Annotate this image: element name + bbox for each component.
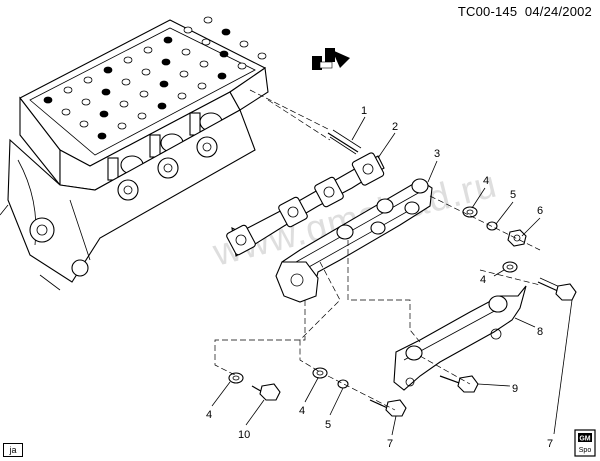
callout-8: 8: [537, 326, 543, 338]
head-bolt-hole: [79, 120, 89, 128]
manifold-stud: [327, 129, 362, 155]
svg-text:GM: GM: [579, 436, 590, 443]
head-bolt-hole: [141, 68, 151, 76]
callout-9: 9: [512, 383, 518, 395]
head-bolt-hole: [99, 110, 109, 118]
head-bolt-hole: [43, 96, 53, 104]
head-bolt-hole: [137, 112, 147, 120]
drawing-code: TC00-145 04/24/2002: [458, 4, 592, 19]
head-bolt-hole: [163, 36, 173, 44]
drawing-id: TC00-145: [457, 4, 518, 19]
washer-lower-mid: [312, 367, 328, 379]
head-bolt-hole: [237, 62, 247, 70]
head-bolt-hole: [83, 76, 93, 84]
head-bolt-hole: [201, 38, 211, 46]
head-bolt-hole: [221, 28, 231, 36]
callout-2: 2: [392, 121, 398, 133]
head-bolt-hole: [183, 26, 193, 34]
head-bolt-hole: [197, 82, 207, 90]
spacer-lower-mid: [337, 379, 349, 389]
head-bolt-hole: [179, 70, 189, 78]
head-bolt-hole: [117, 122, 127, 130]
bolt-heat-shield: [439, 375, 479, 393]
callout-7-lower: 7: [387, 438, 393, 450]
head-bolt-hole: [161, 58, 171, 66]
washer-upper: [462, 206, 478, 218]
drawing-date: 04/24/2002: [524, 4, 592, 19]
callout-4-lower-left: 4: [206, 409, 212, 421]
svg-text:Spo: Spo: [579, 447, 592, 454]
head-bolt-hole: [61, 108, 71, 116]
cylinder-head: [19, 16, 269, 191]
head-bolt-hole: [101, 88, 111, 96]
callout-10: 10: [238, 429, 250, 441]
head-bolt-hole: [177, 92, 187, 100]
callout-4-middle: 4: [480, 274, 486, 286]
head-bolt-hole: [219, 50, 229, 58]
bolt-lower-left: [251, 383, 281, 401]
head-bolt-hole: [159, 80, 169, 88]
callout-6: 6: [537, 205, 543, 217]
head-bolt-hole: [239, 40, 249, 48]
callout-5-lower: 5: [325, 419, 331, 431]
callout-7-right: 7: [547, 438, 553, 450]
sheet-tag: ja: [3, 443, 23, 457]
head-bolt-hole: [119, 100, 129, 108]
head-bolt-hole: [257, 52, 267, 60]
callout-1: 1: [361, 105, 367, 117]
manifold-heat-shield: [393, 285, 527, 391]
head-bolt-hole: [121, 78, 131, 86]
washer-lower-left: [228, 372, 244, 384]
head-bolt-hole: [157, 102, 167, 110]
nut-upper: [507, 229, 527, 247]
head-bolt-hole: [103, 66, 113, 74]
head-bolt-hole: [199, 60, 209, 68]
callout-5-upper: 5: [510, 189, 516, 201]
washer-middle: [502, 261, 518, 273]
spacer-upper: [486, 221, 498, 231]
bolt-lower-mid: [369, 399, 407, 417]
head-bolt-hole: [97, 132, 107, 140]
head-bolt-hole: [143, 46, 153, 54]
head-bolt-hole: [203, 16, 213, 24]
head-bolt-hole: [63, 86, 73, 94]
callout-4-upper: 4: [483, 175, 489, 187]
gm-spo-logo: GM Spo: [574, 429, 596, 457]
callout-3: 3: [434, 148, 440, 160]
callout-4-lower-mid: 4: [299, 405, 305, 417]
bolt-middle: [537, 277, 577, 301]
head-bolt-hole: [181, 48, 191, 56]
front-arrow-symbol: [312, 48, 350, 70]
head-bolt-hole: [139, 90, 149, 98]
exhaust-manifold: [275, 178, 433, 303]
head-bolt-holes: [43, 16, 267, 140]
head-bolt-hole: [123, 56, 133, 64]
exhaust-manifold-gasket: [226, 152, 385, 257]
head-bolt-hole: [217, 72, 227, 80]
head-bolt-hole: [81, 98, 91, 106]
engine-block: [0, 109, 256, 291]
